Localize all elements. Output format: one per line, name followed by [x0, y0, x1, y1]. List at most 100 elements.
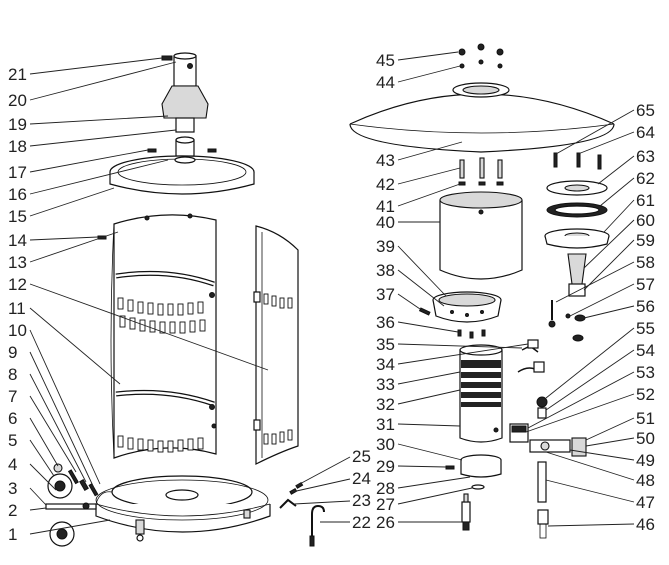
- callout-11: 11: [8, 299, 26, 318]
- callout-52: 52: [636, 385, 655, 404]
- callout-39: 39: [376, 237, 395, 256]
- callout-3: 3: [8, 479, 17, 498]
- callout-22: 22: [352, 513, 371, 532]
- callout-64: 64: [636, 123, 655, 142]
- part-56-oring: [572, 314, 586, 342]
- part-6-bolt: [67, 469, 79, 485]
- part-65-screws: [553, 152, 602, 170]
- callout-53: 53: [636, 363, 655, 382]
- shell-slots-lower: [117, 435, 204, 453]
- part-45-nuts: [458, 43, 504, 69]
- callout-30: 30: [376, 435, 395, 454]
- callout-15: 15: [8, 207, 27, 226]
- callout-34: 34: [376, 355, 395, 374]
- callout-31: 31: [376, 415, 395, 434]
- callout-54: 54: [636, 341, 655, 360]
- callout-60: 60: [636, 211, 655, 230]
- callout-26: 26: [376, 513, 395, 532]
- callout-21: 21: [8, 65, 27, 84]
- callout-33: 33: [376, 375, 395, 394]
- callout-24: 24: [352, 469, 371, 488]
- part-42-rods: [458, 157, 504, 186]
- callout-55: 55: [636, 319, 655, 338]
- callout-42: 42: [376, 175, 395, 194]
- callout-25: 25: [352, 447, 371, 466]
- callout-48: 48: [636, 471, 655, 490]
- part-30-tank-base: [460, 454, 502, 478]
- callout-19: 19: [8, 115, 27, 134]
- callout-58: 58: [636, 253, 655, 272]
- part-17-screw: [147, 148, 217, 153]
- part-18-collar: [175, 136, 195, 157]
- part-61-burner: [544, 228, 610, 249]
- callout-35: 35: [376, 335, 395, 354]
- part-5-wheel: [47, 463, 73, 499]
- callout-38: 38: [376, 261, 395, 280]
- callout-2: 2: [8, 501, 17, 520]
- callout-20: 20: [8, 91, 27, 110]
- part-51-valve: [529, 437, 587, 457]
- part-62-grate: [546, 202, 608, 218]
- callout-61: 61: [636, 191, 655, 210]
- callout-17: 17: [8, 163, 27, 182]
- part-7-washer: [79, 478, 89, 492]
- callout-49: 49: [636, 451, 655, 470]
- part-52-knob: [509, 423, 529, 443]
- callout-14: 14: [8, 231, 27, 250]
- part-43-reflector: [349, 82, 615, 153]
- callout-23: 23: [352, 491, 371, 510]
- part-22-hook: [309, 504, 325, 547]
- callout-16: 16: [8, 185, 27, 204]
- part-12-door-panel: [253, 225, 299, 465]
- part-2-axle: [45, 502, 97, 510]
- part-8-pin: [88, 483, 99, 497]
- part-28-washer: [471, 484, 485, 490]
- part-32-tank-sleeve: [459, 344, 503, 443]
- callout-13: 13: [8, 253, 27, 272]
- callout-9: 9: [8, 343, 17, 362]
- part-46-nozzle: [537, 509, 549, 539]
- callout-57: 57: [636, 275, 655, 294]
- callout-12: 12: [8, 275, 27, 294]
- callout-1: 1: [8, 525, 17, 544]
- callout-43: 43: [376, 151, 395, 170]
- callout-28: 28: [376, 479, 395, 498]
- part-15-top-lid: [109, 155, 255, 195]
- part-26-ignition: [461, 493, 471, 531]
- part-37-screw: [418, 307, 431, 316]
- part-53-regulator: [536, 396, 548, 419]
- part-29-screw: [445, 465, 455, 470]
- part-23-clip: [279, 498, 297, 509]
- callout-40: 40: [376, 213, 395, 232]
- callout-45: 45: [376, 51, 395, 70]
- part-19-housing: [161, 85, 209, 133]
- part-40-emitter-screen: [439, 191, 523, 280]
- callout-8: 8: [8, 365, 17, 384]
- callout-4: 4: [8, 455, 17, 474]
- part-24-25-screws: [289, 481, 304, 495]
- callout-36: 36: [376, 313, 395, 332]
- callout-37: 37: [376, 285, 395, 304]
- callout-56: 56: [636, 297, 655, 316]
- callout-41: 41: [376, 197, 395, 216]
- callout-44: 44: [376, 73, 395, 92]
- callout-18: 18: [8, 137, 27, 156]
- callout-7: 7: [8, 387, 17, 406]
- callout-6: 6: [8, 409, 17, 428]
- shell-slots-upper: [117, 297, 206, 334]
- part-63-disc: [546, 180, 608, 196]
- part-47-pipe: [537, 461, 547, 503]
- part-11-cylinder-shell: [110, 213, 217, 459]
- part-39-burner-ring: [432, 291, 502, 323]
- callout-32: 32: [376, 395, 395, 414]
- callout-50: 50: [636, 429, 655, 448]
- callout-62: 62: [636, 169, 655, 188]
- part-1-base: [95, 475, 271, 542]
- part-60-venturi: [567, 253, 587, 297]
- callout-46: 46: [636, 515, 655, 534]
- callout-65: 65: [636, 101, 655, 120]
- callout-27: 27: [376, 495, 395, 514]
- part-36-pins: [457, 329, 486, 339]
